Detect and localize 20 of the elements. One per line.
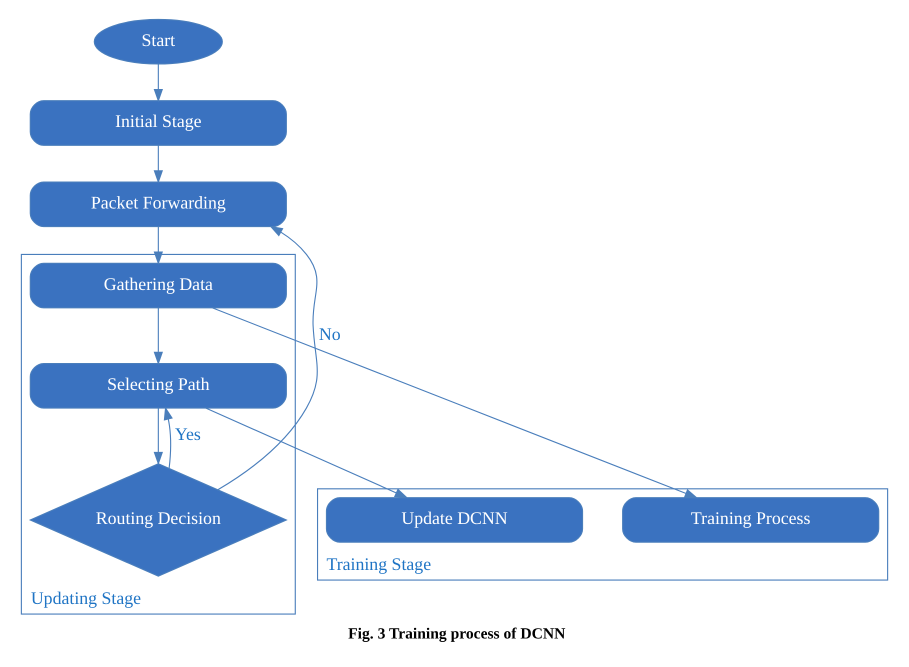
node-diamond: Routing Decision xyxy=(28,462,288,576)
arrow xyxy=(218,225,318,490)
arrow xyxy=(154,307,164,365)
node-box: Initial Stage xyxy=(30,100,287,146)
node-box: Training Process xyxy=(622,496,880,542)
edge-label: No xyxy=(318,323,341,344)
caption: Fig. 3 Training process of DCNN xyxy=(348,625,566,642)
node-ellipse: Start xyxy=(94,18,223,64)
arrow xyxy=(164,406,173,468)
node-box: Update DCNN xyxy=(326,496,584,542)
arrow xyxy=(154,408,164,465)
arrow xyxy=(154,144,164,184)
node-box: Selecting Path xyxy=(30,362,287,408)
arrow xyxy=(154,64,164,102)
edge-label: Yes xyxy=(174,424,201,444)
arrow xyxy=(212,306,698,498)
node-box: Gathering Data xyxy=(30,262,287,308)
arrow xyxy=(154,226,164,264)
node-box: Packet Forwarding xyxy=(30,180,287,227)
arrow xyxy=(206,407,408,498)
